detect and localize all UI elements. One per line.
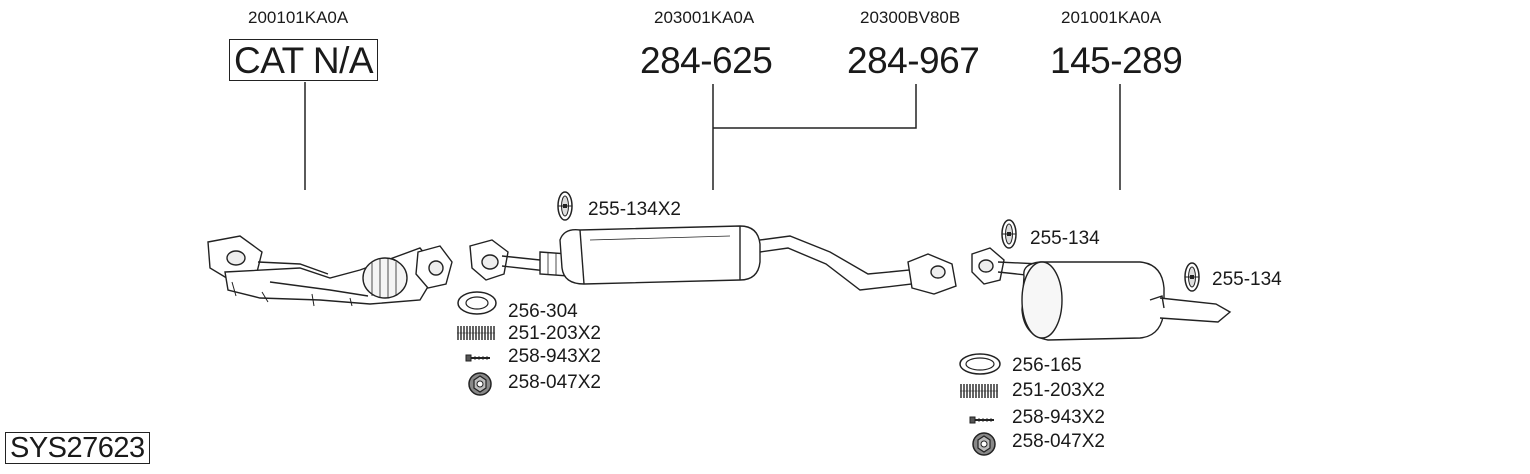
gasket-ring-icon[interactable] bbox=[457, 291, 497, 315]
fitting-rear-mount-1[interactable]: 255-134 bbox=[1030, 228, 1100, 249]
part-number-front-pipe[interactable]: 284-625 bbox=[640, 40, 773, 81]
bolt-icon[interactable] bbox=[465, 354, 491, 362]
part-number-cat[interactable]: CAT N/A bbox=[229, 39, 379, 81]
fitting-front-nut[interactable]: 258-047X2 bbox=[508, 372, 601, 393]
part-number-rear[interactable]: 145-289 bbox=[1050, 40, 1183, 81]
system-code: SYS27623 bbox=[5, 432, 150, 464]
nut-icon[interactable] bbox=[468, 372, 492, 396]
fitting-front-mount[interactable]: 255-134X2 bbox=[588, 199, 681, 220]
nut-icon[interactable] bbox=[972, 432, 996, 456]
oem-code-front-pipe: 203001KA0A bbox=[654, 8, 755, 27]
spring-icon[interactable] bbox=[456, 325, 496, 341]
part-number-center[interactable]: 284-967 bbox=[847, 40, 980, 81]
bolt-icon[interactable] bbox=[969, 416, 995, 424]
fitting-rear-mount-2[interactable]: 255-134 bbox=[1212, 269, 1282, 290]
rubber-mount-icon[interactable] bbox=[1184, 262, 1200, 292]
fitting-front-bolt[interactable]: 258-943X2 bbox=[508, 346, 601, 367]
catalyst-icon bbox=[207, 235, 453, 307]
fitting-front-spring[interactable]: 251-203X2 bbox=[508, 323, 601, 344]
leader-front-center bbox=[712, 84, 917, 190]
rear-muffler-icon bbox=[971, 247, 1232, 341]
rubber-mount-icon[interactable] bbox=[557, 191, 573, 221]
oem-code-rear: 201001KA0A bbox=[1061, 8, 1162, 27]
muffler-icon bbox=[559, 225, 957, 295]
oem-code-cat: 200101KA0A bbox=[248, 8, 349, 27]
fitting-rear-gasket[interactable]: 256-165 bbox=[1012, 355, 1082, 376]
fitting-rear-nut[interactable]: 258-047X2 bbox=[1012, 431, 1105, 452]
fitting-rear-spring[interactable]: 251-203X2 bbox=[1012, 380, 1105, 401]
gasket-ring-icon[interactable] bbox=[959, 353, 1001, 375]
rubber-mount-icon[interactable] bbox=[1001, 219, 1017, 249]
spring-icon[interactable] bbox=[959, 383, 999, 399]
fitting-rear-bolt[interactable]: 258-943X2 bbox=[1012, 407, 1105, 428]
oem-code-center: 20300BV80B bbox=[860, 8, 961, 27]
fitting-front-gasket[interactable]: 256-304 bbox=[508, 301, 578, 322]
